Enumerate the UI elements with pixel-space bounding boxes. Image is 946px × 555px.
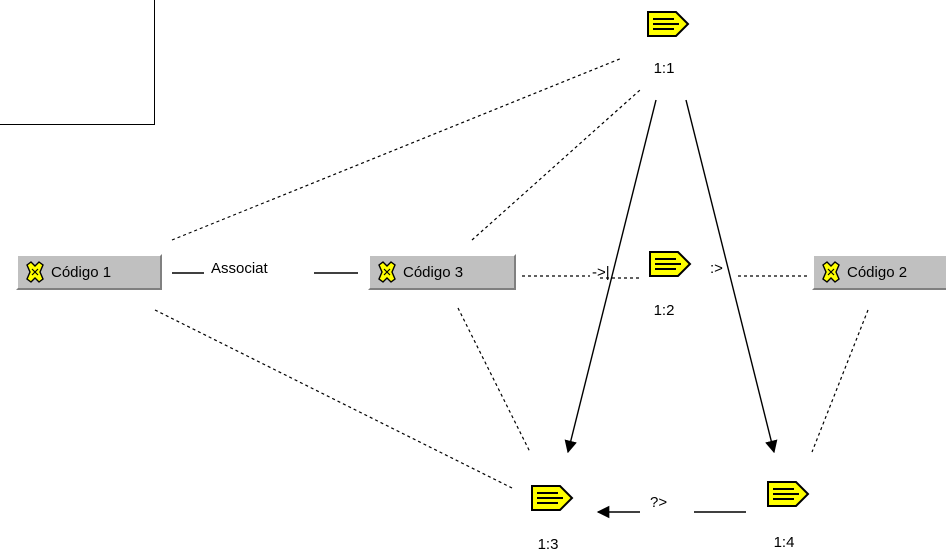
- quotation-icon: [647, 11, 690, 37]
- code-icon: [822, 261, 840, 283]
- quotation-label: 1:1: [653, 60, 675, 77]
- quotation-label: 1:4: [773, 534, 795, 551]
- code-node-codigo-1[interactable]: Código 1: [16, 254, 162, 290]
- quotation-node-1-4[interactable]: 1:4: [766, 480, 814, 551]
- code-label: Código 2: [847, 263, 908, 281]
- quotation-node-1-2[interactable]: 1:2: [648, 250, 696, 319]
- arrow-q11-q14: [685, 99, 778, 454]
- code-icon: [378, 261, 396, 283]
- edge-label-q12-codigo2: :>: [708, 260, 725, 277]
- edge-codigo3-q11: [471, 89, 641, 241]
- edge-label-q14-q13: ?>: [648, 494, 670, 511]
- window-frame-fragment: [0, 0, 155, 125]
- edge-codigo1-q13: [154, 309, 513, 489]
- edge-codigo3-q13: [457, 307, 531, 453]
- quotation-icon: [531, 485, 574, 511]
- edge-codigo2-q14: [811, 309, 869, 453]
- edge-label-codigo3-q12: ->|: [592, 264, 610, 281]
- quotation-node-1-1[interactable]: 1:1: [646, 10, 694, 77]
- code-label: Código 1: [51, 263, 112, 281]
- code-label: Código 3: [403, 263, 464, 281]
- edge-codigo1-q11: [171, 57, 623, 241]
- code-node-codigo-2[interactable]: Código 2: [812, 254, 946, 290]
- quotation-label: 1:3: [537, 536, 559, 553]
- quotation-icon: [767, 481, 810, 507]
- quotation-icon: [649, 251, 692, 277]
- quotation-node-1-3[interactable]: 1:3: [530, 484, 578, 553]
- arrow-q11-q13: [564, 99, 657, 454]
- code-icon: [26, 261, 44, 283]
- quotation-label: 1:2: [653, 302, 675, 319]
- code-node-codigo-3[interactable]: Código 3: [368, 254, 516, 290]
- edge-label-associat: Associat: [209, 260, 270, 277]
